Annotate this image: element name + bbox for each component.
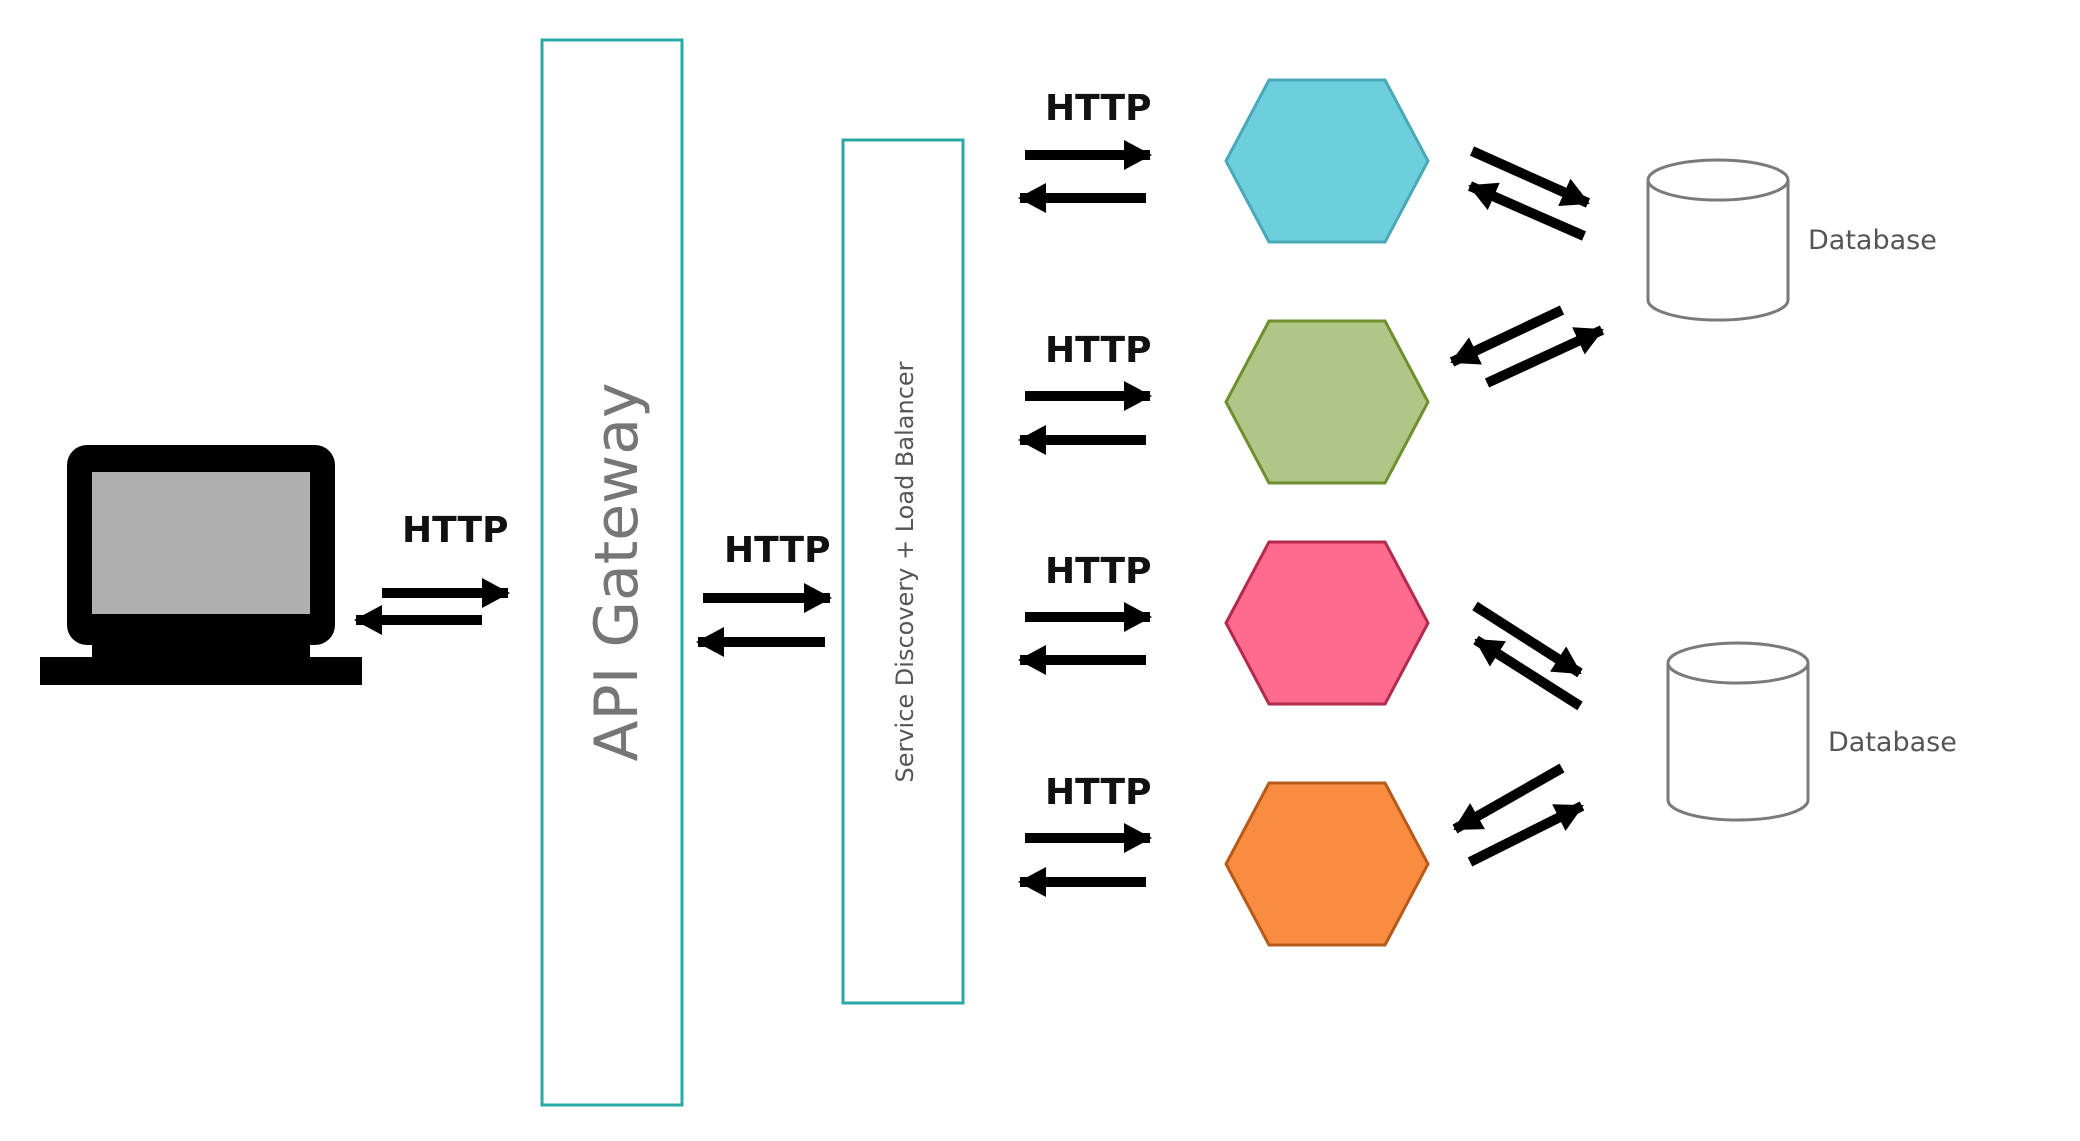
http-label-service-4: HTTP xyxy=(1045,772,1151,813)
service-hexagon-2 xyxy=(1224,319,1430,485)
arrow-pair-service-2 xyxy=(1018,381,1152,455)
service-discovery-label: Service Discovery + Load Balancer xyxy=(891,361,919,782)
service-hexagon-4 xyxy=(1224,781,1430,947)
arrow-pair-service-1 xyxy=(1018,140,1152,213)
service-hexagon-3 xyxy=(1224,540,1430,706)
http-label-client: HTTP xyxy=(402,510,508,551)
arrow-pair-db-2-service-4 xyxy=(1452,763,1585,867)
database-icon-1 xyxy=(1646,158,1790,322)
http-label-gateway: HTTP xyxy=(724,530,830,571)
arrow-pair-db-2-service-3 xyxy=(1472,601,1583,711)
http-label-service-1: HTTP xyxy=(1045,88,1151,129)
api-gateway-box xyxy=(540,38,684,1107)
arrow-pair-db-1-service-2 xyxy=(1449,305,1605,388)
database-icon-2 xyxy=(1666,641,1810,822)
arrow-pair-gateway-discovery xyxy=(696,583,832,657)
arrow-pair-client-gateway xyxy=(354,578,510,635)
arrow-pair-service-3 xyxy=(1018,602,1152,675)
database-label-2: Database xyxy=(1828,727,1957,758)
api-gateway-label: API Gateway xyxy=(582,382,652,761)
service-hexagon-1 xyxy=(1224,78,1430,244)
arrow-pair-service-4 xyxy=(1018,823,1152,897)
service-discovery-box xyxy=(841,138,965,1005)
laptop-icon xyxy=(40,445,362,685)
http-label-service-3: HTTP xyxy=(1045,551,1151,592)
arrow-pair-db-1-service-1 xyxy=(1467,146,1591,241)
database-label-1: Database xyxy=(1808,225,1937,256)
http-label-service-2: HTTP xyxy=(1045,330,1151,371)
